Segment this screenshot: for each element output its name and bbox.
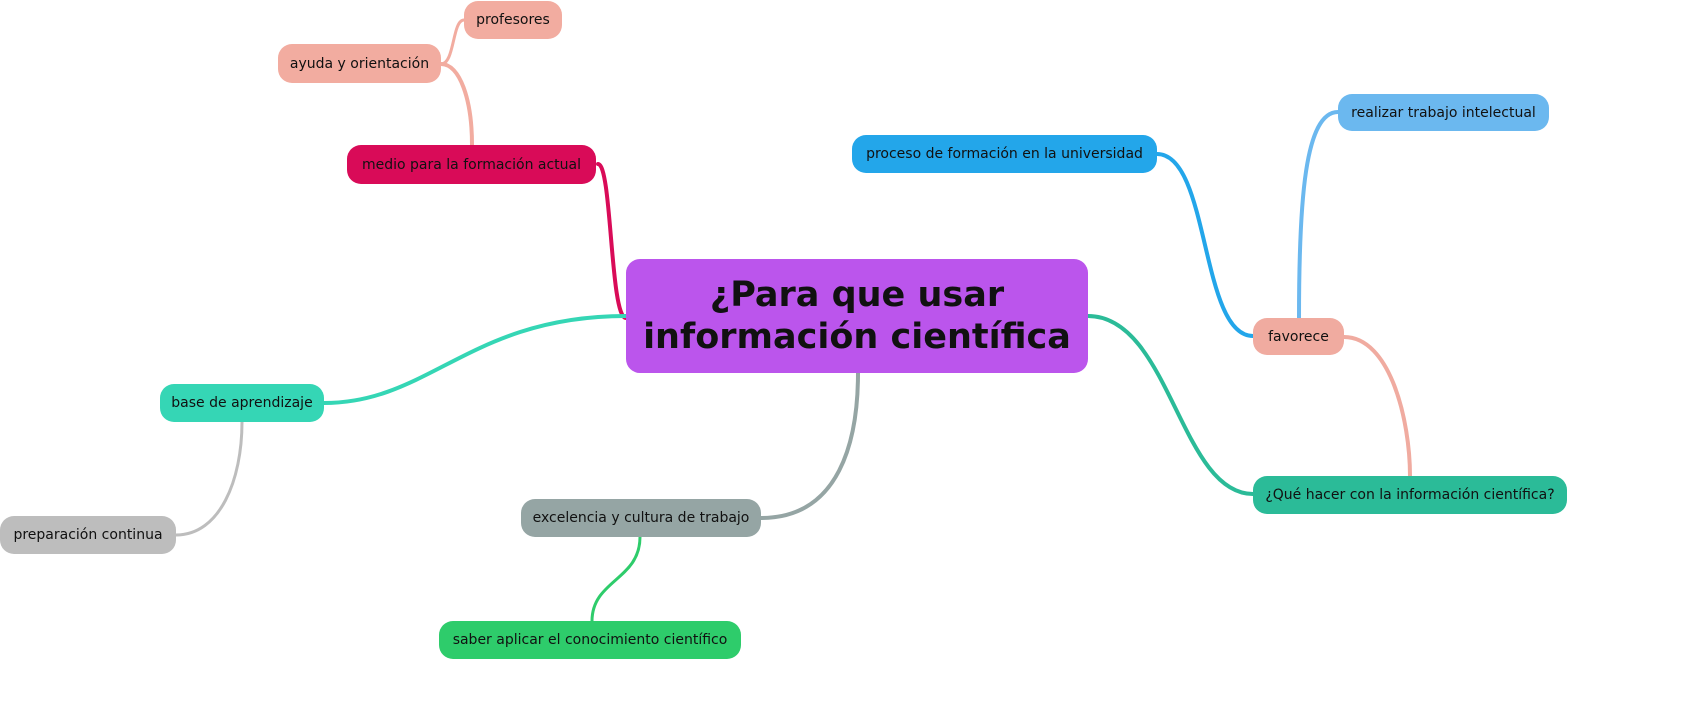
node-medio-formacion[interactable]: medio para la formación actual — [347, 145, 596, 184]
link-favorece-que-hacer — [1342, 335, 1412, 478]
node-saber-aplicar[interactable]: saber aplicar el conocimiento científico — [439, 621, 741, 659]
link-excelencia-saber — [590, 535, 642, 623]
link-proceso-favorece — [1155, 152, 1255, 338]
link-medio-ayuda — [439, 62, 474, 147]
link-central-excelencia — [759, 371, 860, 520]
node-proceso-formacion[interactable]: proceso de formación en la universidad — [852, 135, 1157, 173]
link-central-base — [322, 314, 628, 405]
node-excelencia[interactable]: excelencia y cultura de trabajo — [521, 499, 761, 537]
link-base-preparacion — [174, 420, 244, 537]
central-topic-line2: información científica — [643, 317, 1071, 357]
node-preparacion-continua[interactable]: preparación continua — [0, 516, 176, 554]
node-que-hacer[interactable]: ¿Qué hacer con la información científica… — [1253, 476, 1567, 514]
central-topic[interactable]: ¿Para que usar información científica — [626, 259, 1088, 373]
link-favorece-realizar — [1297, 110, 1340, 320]
link-ayuda-profesores — [439, 18, 466, 66]
node-base-aprendizaje[interactable]: base de aprendizaje — [160, 384, 324, 422]
node-realizar-trabajo[interactable]: realizar trabajo intelectual — [1338, 94, 1549, 131]
link-central-que-hacer — [1086, 314, 1255, 496]
node-ayuda-orientacion[interactable]: ayuda y orientación — [278, 44, 441, 83]
central-topic-line1: ¿Para que usar — [709, 275, 1005, 315]
node-profesores[interactable]: profesores — [464, 1, 562, 39]
node-favorece[interactable]: favorece — [1253, 318, 1344, 355]
link-central-medio — [596, 162, 628, 320]
